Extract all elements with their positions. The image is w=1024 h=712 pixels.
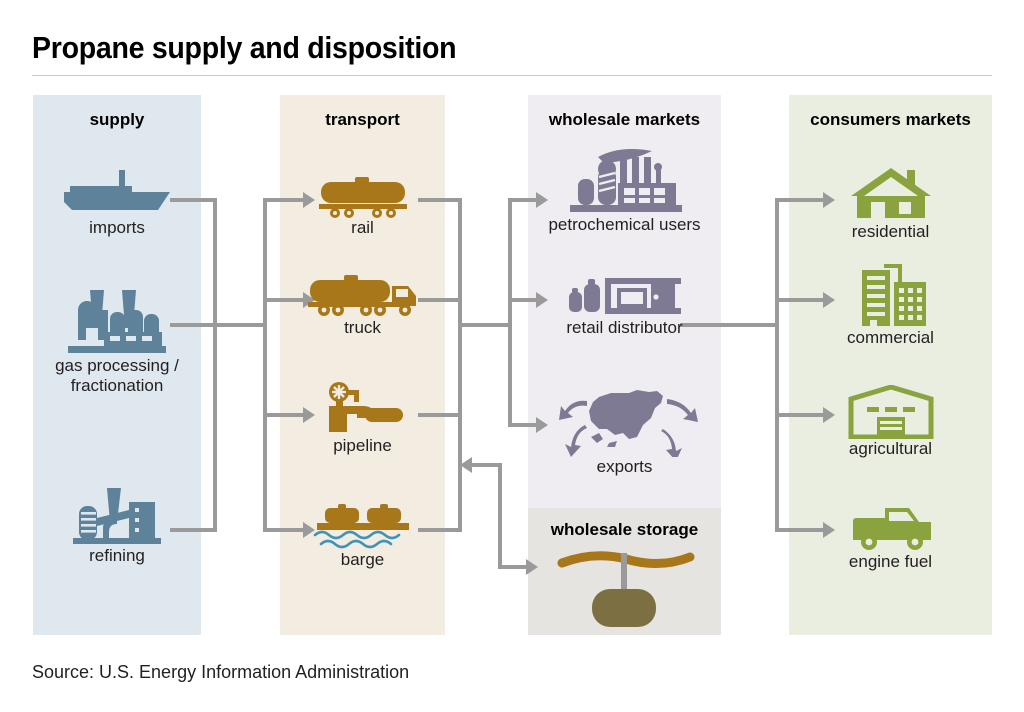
node-residential[interactable]: residential: [789, 166, 992, 242]
office-buildings-icon: [861, 264, 926, 326]
panel-supply: [33, 95, 201, 635]
connector-wholesale-in-bus: [508, 198, 512, 427]
gas-plant-icon: [67, 290, 166, 353]
connector-to-storage: [498, 565, 528, 569]
connector-truck-out: [418, 298, 462, 302]
node-label-truck: truck: [344, 318, 381, 337]
column-header-wholesale-storage: wholesale storage: [550, 520, 699, 539]
underground-cavern-icon: [557, 551, 694, 627]
node-imports[interactable]: imports: [33, 168, 201, 238]
connector-to-petrochemical: [508, 198, 538, 202]
connector-to-pipeline: [263, 413, 305, 417]
arrowhead-to-exports-icon: [536, 417, 548, 433]
column-header-wholesale-markets: wholesale markets: [548, 110, 701, 129]
arrowhead-to-rail-icon: [303, 192, 315, 208]
node-label-pipeline: pipeline: [333, 436, 392, 455]
connector-refining-out: [170, 528, 217, 532]
node-gas-processing[interactable]: gas processing / fractionation: [33, 288, 201, 396]
node-label-commercial: commercial: [847, 328, 934, 347]
tanker-truck-icon: [307, 275, 416, 316]
node-pipeline[interactable]: pipeline: [280, 382, 445, 456]
rail-tank-car-icon: [318, 177, 407, 218]
arrowhead-storage-to-transport-icon: [460, 457, 472, 473]
node-label-retail-distributor: retail distributor: [566, 318, 683, 337]
connector-transport-to-wholesale-link: [458, 323, 512, 327]
connector-transport-in-bus: [263, 198, 267, 532]
pipeline-valve-icon: [328, 382, 403, 432]
house-icon: [850, 168, 931, 218]
node-label-rail: rail: [351, 218, 374, 237]
connector-storage-riser: [498, 463, 502, 567]
connector-supply-to-transport-link: [213, 323, 267, 327]
connector-to-residential: [775, 198, 825, 202]
node-label-agricultural: agricultural: [848, 439, 933, 458]
connector-to-barge: [263, 528, 305, 532]
connector-to-commercial: [775, 298, 825, 302]
connector-transport-out-bus: [458, 198, 462, 532]
node-wholesale-storage[interactable]: [528, 545, 721, 627]
title-divider: [32, 75, 992, 76]
node-label-residential: residential: [851, 222, 930, 241]
connector-gasprocessing-out: [170, 323, 217, 327]
connector-to-truck: [263, 298, 305, 302]
node-agricultural[interactable]: agricultural: [789, 385, 992, 459]
arrowhead-to-petrochemical-icon: [536, 192, 548, 208]
pickup-truck-icon: [852, 508, 931, 550]
barn-icon: [848, 385, 933, 439]
node-label-gas-processing: gas processing / fractionation: [55, 356, 179, 395]
node-rail[interactable]: rail: [280, 176, 445, 238]
connector-to-rail: [263, 198, 305, 202]
node-petrochemical-users[interactable]: petrochemical users: [528, 143, 721, 235]
connector-supply-bus: [213, 198, 217, 532]
storefront-icon: [568, 278, 681, 314]
node-retail-distributor[interactable]: retail distributor: [528, 272, 721, 338]
arrowhead-to-engine-fuel-icon: [823, 522, 835, 538]
column-header-transport: transport: [325, 110, 400, 129]
node-label-refining: refining: [89, 546, 145, 565]
source-note: Source: U.S. Energy Information Administ…: [32, 662, 410, 682]
us-map-exports-icon: [558, 390, 698, 457]
node-label-barge: barge: [340, 550, 385, 569]
connector-storage-to-transport: [472, 463, 500, 467]
connector-consumers-in-bus: [775, 198, 779, 532]
node-commercial[interactable]: commercial: [789, 262, 992, 348]
connector-to-retail: [508, 298, 538, 302]
arrowhead-to-commercial-icon: [823, 292, 835, 308]
connector-to-engine-fuel: [775, 528, 825, 532]
node-label-engine-fuel: engine fuel: [848, 552, 933, 571]
node-refining[interactable]: refining: [33, 488, 201, 566]
ship-icon: [64, 170, 170, 210]
arrowhead-to-residential-icon: [823, 192, 835, 208]
arrowhead-to-storage-icon: [526, 559, 538, 575]
connector-to-agricultural: [775, 413, 825, 417]
connector-barge-out: [418, 528, 462, 532]
node-label-imports: imports: [89, 218, 145, 237]
node-label-exports: exports: [596, 457, 653, 476]
arrowhead-to-barge-icon: [303, 522, 315, 538]
connector-imports-out: [170, 198, 217, 202]
arrowhead-to-agricultural-icon: [823, 407, 835, 423]
node-label-petrochemical-users: petrochemical users: [548, 215, 701, 234]
arrowhead-to-pipeline-icon: [303, 407, 315, 423]
arrowhead-to-retail-icon: [536, 292, 548, 308]
page-title: Propane supply and disposition: [32, 30, 457, 65]
node-exports[interactable]: exports: [528, 385, 721, 477]
connector-retail-to-consumers-link: [680, 323, 779, 327]
node-truck[interactable]: truck: [280, 274, 445, 338]
column-header-consumers-markets: consumers markets: [810, 110, 971, 129]
barge-icon: [313, 504, 409, 549]
connector-pipeline-out: [418, 413, 462, 417]
node-barge[interactable]: barge: [280, 500, 445, 570]
connector-to-exports: [508, 423, 538, 427]
node-engine-fuel[interactable]: engine fuel: [789, 504, 992, 572]
petrochemical-plant-icon: [569, 149, 682, 212]
column-header-supply: supply: [89, 110, 145, 129]
connector-rail-out: [418, 198, 462, 202]
refinery-icon: [73, 488, 161, 544]
